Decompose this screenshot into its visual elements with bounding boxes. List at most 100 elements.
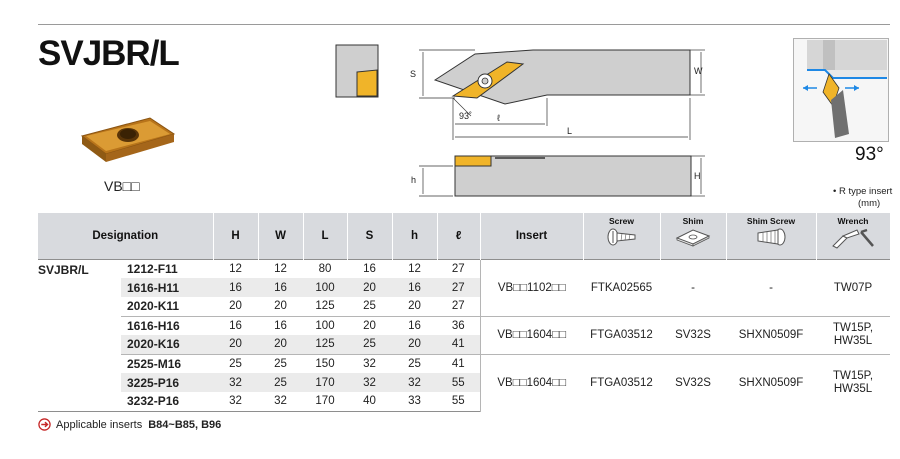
header-wrench: Wrench: [816, 213, 891, 259]
table-row: 2020-K16 20 20 125 25 20 41: [38, 335, 890, 354]
screw-cell: FTGA03512: [583, 315, 660, 354]
dim-w-label: W: [694, 66, 703, 76]
top-rule: [38, 24, 890, 25]
arrow-circle-icon: [38, 418, 51, 431]
value-l: 27: [437, 278, 480, 297]
value-l: 55: [437, 392, 480, 412]
value-L: 150: [303, 353, 347, 373]
dim-h-label: H: [694, 171, 701, 181]
insert-icon: [80, 117, 176, 162]
value-h: 20: [392, 335, 437, 354]
value-h: 12: [392, 258, 437, 278]
designation-cell: 2525-M16: [121, 353, 213, 373]
value-l: 41: [437, 353, 480, 373]
insert-cell: VB□□1604□□: [479, 315, 583, 354]
end-view-drawing: [335, 44, 379, 98]
value-S: 20: [347, 315, 392, 335]
value-W: 25: [258, 353, 303, 373]
table-row: 2020-K11 20 20 125 25 20 27: [38, 297, 890, 316]
value-W: 32: [258, 392, 303, 412]
wrench-cell: TW15P, HW35L: [816, 315, 890, 354]
value-W: 20: [274, 300, 287, 313]
value-L: 170: [303, 373, 347, 392]
shim-screw-icon: [757, 228, 786, 246]
header-shim-label: Shim: [682, 216, 704, 226]
header-l: ℓ: [437, 213, 481, 259]
approach-angle-label: 93°: [855, 144, 884, 165]
value-H: 32: [213, 373, 258, 392]
wrench-cell: TW07P: [816, 258, 890, 316]
page-title: SVJBR/L: [38, 34, 180, 73]
spec-table: Designation H W L S h ℓ Insert Screw: [38, 213, 891, 412]
header-shim: Shim: [660, 213, 727, 259]
value-L: 100: [303, 278, 347, 297]
shim-icon: [675, 229, 711, 247]
dim-l-label: L: [567, 126, 572, 136]
value-h: 32: [392, 373, 437, 392]
designation-cell: 1616-H16: [121, 315, 213, 335]
designation-cell: 2020-K16: [121, 335, 213, 354]
value-H: 16: [213, 278, 258, 297]
table-row: 3225-P16 32 25 170 32 32 55: [38, 373, 890, 392]
dim-h-small-label: h: [411, 175, 416, 185]
value-S: 20: [347, 278, 392, 297]
dim-l-small-label: ℓ: [497, 113, 501, 123]
header-insert: Insert: [480, 213, 584, 259]
header-L: L: [303, 213, 348, 259]
wrench-cell: TW15P, HW35L: [816, 353, 890, 411]
shim-cell: SV32S: [660, 353, 726, 411]
shim-cell: SV32S: [660, 315, 726, 354]
screw-cell: FTKA02565: [583, 258, 660, 316]
header-wrench-label: Wrench: [837, 216, 869, 226]
table-row: 1616-H11 16 16 100 20 16 27: [38, 278, 890, 297]
value-H: 32: [213, 392, 258, 412]
value-l: 27: [451, 300, 465, 313]
r-type-note: • R type insert: [833, 186, 893, 197]
value-l: 41: [437, 335, 480, 354]
applicable-inserts-label: Applicable inserts: [56, 418, 143, 431]
value-L: 100: [303, 315, 347, 335]
wrench-lines: TW15P, HW35L: [832, 370, 874, 395]
value-l: 27: [437, 258, 480, 278]
value-L: 125: [303, 335, 347, 354]
insert-type-label: VB□□: [104, 178, 140, 194]
value-S: 16: [347, 258, 392, 278]
value-H: 16: [213, 315, 258, 335]
designation-cell: 1616-H11: [121, 278, 213, 297]
applicable-inserts-link[interactable]: B84~B85, B96: [148, 418, 222, 431]
insert-cell: VB□□1102□□: [479, 258, 583, 316]
shim-screw-cell: -: [726, 258, 816, 316]
value-W: 20: [258, 335, 303, 354]
value-h: 16: [392, 315, 437, 335]
application-diagram: [793, 38, 889, 142]
shim-screw-cell: SHXN0509F: [726, 315, 816, 354]
insert-cell: VB□□1604□□: [479, 353, 583, 411]
value-L: 170: [303, 392, 347, 412]
value-h: 25: [392, 353, 437, 373]
value-L: 80: [303, 258, 347, 278]
header-designation: Designation: [38, 213, 214, 259]
value-S: 25: [363, 300, 376, 313]
applicable-inserts-footer: Applicable inserts B84~B85, B96: [38, 418, 221, 431]
wrench-lines: TW15P, HW35L: [832, 322, 874, 347]
wrench-icon: [832, 228, 874, 249]
side-view-drawing: h H: [411, 155, 705, 197]
top-view-drawing: S W ℓ L 93˚: [410, 49, 705, 140]
designation-cell: 2020-K11: [127, 299, 180, 314]
value-l: 55: [437, 373, 480, 392]
value-S: 32: [347, 373, 392, 392]
series-cell: SVJBR/L: [38, 258, 121, 412]
screw-icon: [607, 228, 635, 246]
angle-93-label: 93˚: [459, 111, 472, 121]
value-W: 25: [258, 373, 303, 392]
designation-cell: 3232-P16: [121, 392, 213, 412]
value-h: 20: [408, 300, 421, 313]
value-W: 12: [258, 258, 303, 278]
designation-cell: 1212-F11: [121, 258, 213, 278]
dim-s-label: S: [410, 69, 416, 79]
value-S: 40: [347, 392, 392, 412]
value-H: 25: [213, 353, 258, 373]
value-L: 125: [315, 300, 335, 313]
shim-cell: -: [660, 258, 726, 316]
header-H: H: [213, 213, 259, 259]
